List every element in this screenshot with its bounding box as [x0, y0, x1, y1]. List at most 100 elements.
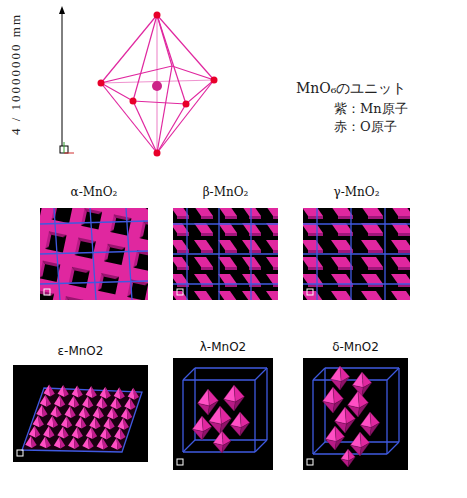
plane-outline	[22, 388, 142, 452]
pyramid	[89, 417, 96, 429]
pyramid	[102, 438, 108, 450]
octahedron	[213, 431, 223, 445]
cell-line	[254, 380, 255, 452]
pyramid	[124, 398, 131, 410]
panel-title: λ-MnO2	[173, 339, 273, 355]
octahedron	[360, 443, 370, 456]
pyramid	[77, 427, 83, 439]
pyramid	[88, 396, 94, 408]
pyramid	[72, 427, 79, 439]
pyramid	[49, 384, 55, 396]
octahedron	[198, 403, 210, 415]
pyramid	[81, 417, 87, 429]
cell-line	[40, 221, 148, 224]
scale-arrowhead	[59, 6, 65, 14]
pyramid	[60, 395, 66, 407]
pyramid	[56, 406, 62, 418]
pyramid	[105, 387, 111, 399]
mn-atom	[152, 81, 162, 91]
pyramid	[121, 408, 128, 420]
cell-line	[313, 368, 325, 380]
pyramid	[120, 428, 126, 440]
beta-structure	[173, 208, 278, 300]
pyramid	[42, 405, 48, 417]
pyramid	[102, 397, 108, 409]
delta-structure	[303, 358, 408, 470]
o-atoms	[98, 12, 218, 157]
pyramid	[58, 385, 65, 397]
octahedron	[360, 412, 371, 428]
pyramid	[133, 388, 139, 400]
axis-icon	[177, 289, 183, 295]
octahedron	[345, 407, 355, 424]
octahedron	[222, 441, 231, 453]
cell-line	[182, 380, 183, 452]
cell-line	[90, 208, 96, 300]
pyramid	[95, 417, 101, 429]
octahedron	[333, 387, 343, 404]
octahedron	[234, 385, 244, 402]
octahedron	[348, 391, 360, 408]
cell-line	[303, 253, 410, 254]
pyramid	[86, 427, 93, 439]
scale-line	[62, 12, 63, 152]
octahedron	[192, 416, 203, 432]
octahedron	[240, 412, 250, 428]
pyramid	[25, 436, 32, 448]
cell-line	[255, 368, 267, 380]
axis-icon	[307, 289, 313, 295]
pyramid	[116, 397, 122, 409]
gamma-structure	[303, 208, 410, 300]
octahedron	[370, 423, 380, 436]
structure-panel: ε-MnO2	[13, 343, 148, 462]
pyramid	[103, 417, 110, 429]
pyramid	[79, 406, 86, 418]
pyramid	[84, 406, 90, 418]
pyramid	[114, 428, 121, 440]
pyramid	[100, 387, 107, 399]
octahedron	[209, 406, 222, 424]
pyramid	[45, 436, 51, 448]
octahedron	[325, 439, 336, 450]
octahedron	[220, 406, 231, 424]
structure-panel: α-MnO₂	[40, 184, 148, 300]
pyramid	[93, 407, 100, 419]
structure-panel: γ-MnO₂	[303, 184, 410, 300]
octahedron	[198, 389, 210, 406]
cell-line	[183, 379, 255, 380]
octahedron	[202, 416, 212, 432]
octahedron	[330, 366, 341, 382]
pyramid	[43, 426, 50, 438]
octahedron	[335, 437, 345, 450]
pyramid	[110, 397, 117, 409]
cell-line	[303, 283, 410, 284]
pyramid	[64, 406, 71, 418]
cell-line	[398, 368, 399, 442]
octahedron	[335, 426, 345, 442]
lambda-structure	[173, 358, 273, 470]
pyramid	[54, 437, 61, 449]
axis-icon	[307, 459, 313, 465]
cell-line	[387, 442, 399, 454]
pyramid	[96, 397, 103, 409]
panel-title: α-MnO₂	[40, 184, 148, 200]
octahedron	[230, 412, 241, 428]
structure-panel: β-MnO₂	[173, 184, 278, 300]
scale-label: 4 / 10000000 mm	[8, 13, 24, 135]
pyramid	[67, 416, 73, 428]
octahedron	[352, 372, 363, 388]
structure-panel: δ-MnO2	[303, 339, 408, 470]
pyramid	[40, 395, 47, 407]
pyramid	[111, 438, 118, 450]
panel-title: β-MnO₂	[173, 184, 278, 200]
pyramid	[117, 438, 123, 450]
pyramid	[54, 395, 61, 407]
cell-line	[183, 451, 255, 452]
panel-title: γ-MnO₂	[303, 184, 410, 200]
octahedron	[234, 397, 244, 411]
epsilon-structure	[13, 365, 148, 462]
octahedron	[358, 391, 368, 408]
pyramid	[127, 408, 133, 420]
pyramid	[40, 436, 47, 448]
